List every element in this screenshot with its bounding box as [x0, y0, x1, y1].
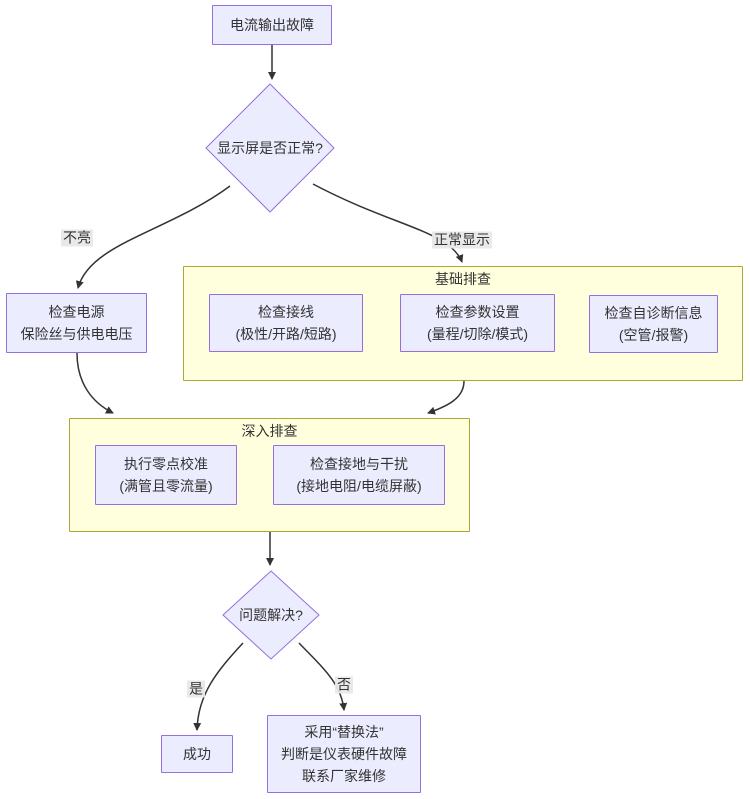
node-zero-cal-line2: (满管且零流量) — [119, 478, 213, 494]
node-check-diag-line1: 检查自诊断信息 — [604, 305, 703, 321]
node-success: 成功 — [161, 735, 233, 773]
node-zero-cal: 执行零点校准 (满管且零流量) — [95, 445, 237, 505]
node-grounding-line1: 检查接地与干扰 — [310, 456, 408, 472]
node-replace-line2: 判断是仪表硬件故障 — [281, 746, 407, 762]
decision-solved-label: 问题解决? — [239, 607, 303, 623]
decision-solved: 问题解决? — [222, 570, 320, 660]
node-check-params-line1: 检查参数设置 — [435, 304, 520, 320]
subgraph-deep-title: 深入排查 — [241, 423, 298, 439]
diamond-shape — [222, 570, 320, 660]
edge-label-not-lit: 不亮 — [61, 229, 93, 247]
node-grounding: 检查接地与干扰 (接地电阻/电缆屏蔽) — [273, 445, 445, 505]
node-check-params: 检查参数设置 (量程/切除/模式) — [400, 294, 555, 352]
node-check-diag-line2: (空管/报警) — [618, 327, 689, 343]
diamond-shape — [205, 83, 335, 213]
node-success-label: 成功 — [183, 746, 211, 762]
node-check-params-line2: (量程/切除/模式) — [426, 326, 529, 342]
node-check-power-line2: 保险丝与供电电压 — [20, 326, 133, 342]
decision-display-label: 显示屏是否正常? — [217, 140, 323, 156]
node-start-label: 电流输出故障 — [230, 17, 314, 33]
node-check-wiring: 检查接线 (极性/开路/短路) — [209, 294, 363, 352]
subgraph-basic-title: 基础排查 — [435, 271, 491, 287]
node-replace: 采用“替换法” 判断是仪表硬件故障 联系厂家维修 — [267, 715, 421, 793]
node-grounding-line2: (接地电阻/电缆屏蔽) — [296, 478, 422, 494]
node-replace-line3: 联系厂家维修 — [302, 768, 386, 784]
node-check-wiring-line2: (极性/开路/短路) — [235, 326, 337, 342]
edge-decision-normal-to-basic — [312, 183, 464, 263]
node-start: 电流输出故障 — [212, 5, 332, 45]
decision-display: 显示屏是否正常? — [205, 83, 335, 213]
node-check-wiring-line1: 检查接线 — [258, 304, 314, 320]
edge-label-normal: 正常显示 — [432, 231, 492, 249]
node-check-diag: 检查自诊断信息 (空管/报警) — [589, 295, 718, 353]
edge-label-no: 否 — [335, 676, 353, 694]
edge-check-power-to-deep — [76, 352, 114, 414]
node-check-power-line1: 检查电源 — [48, 304, 105, 320]
node-zero-cal-line1: 执行零点校准 — [124, 456, 208, 472]
node-check-power: 检查电源 保险丝与供电电压 — [6, 293, 147, 353]
edge-basic-to-deep — [427, 380, 465, 415]
edge-label-yes: 是 — [187, 680, 205, 698]
node-replace-line1: 采用“替换法” — [304, 724, 384, 740]
